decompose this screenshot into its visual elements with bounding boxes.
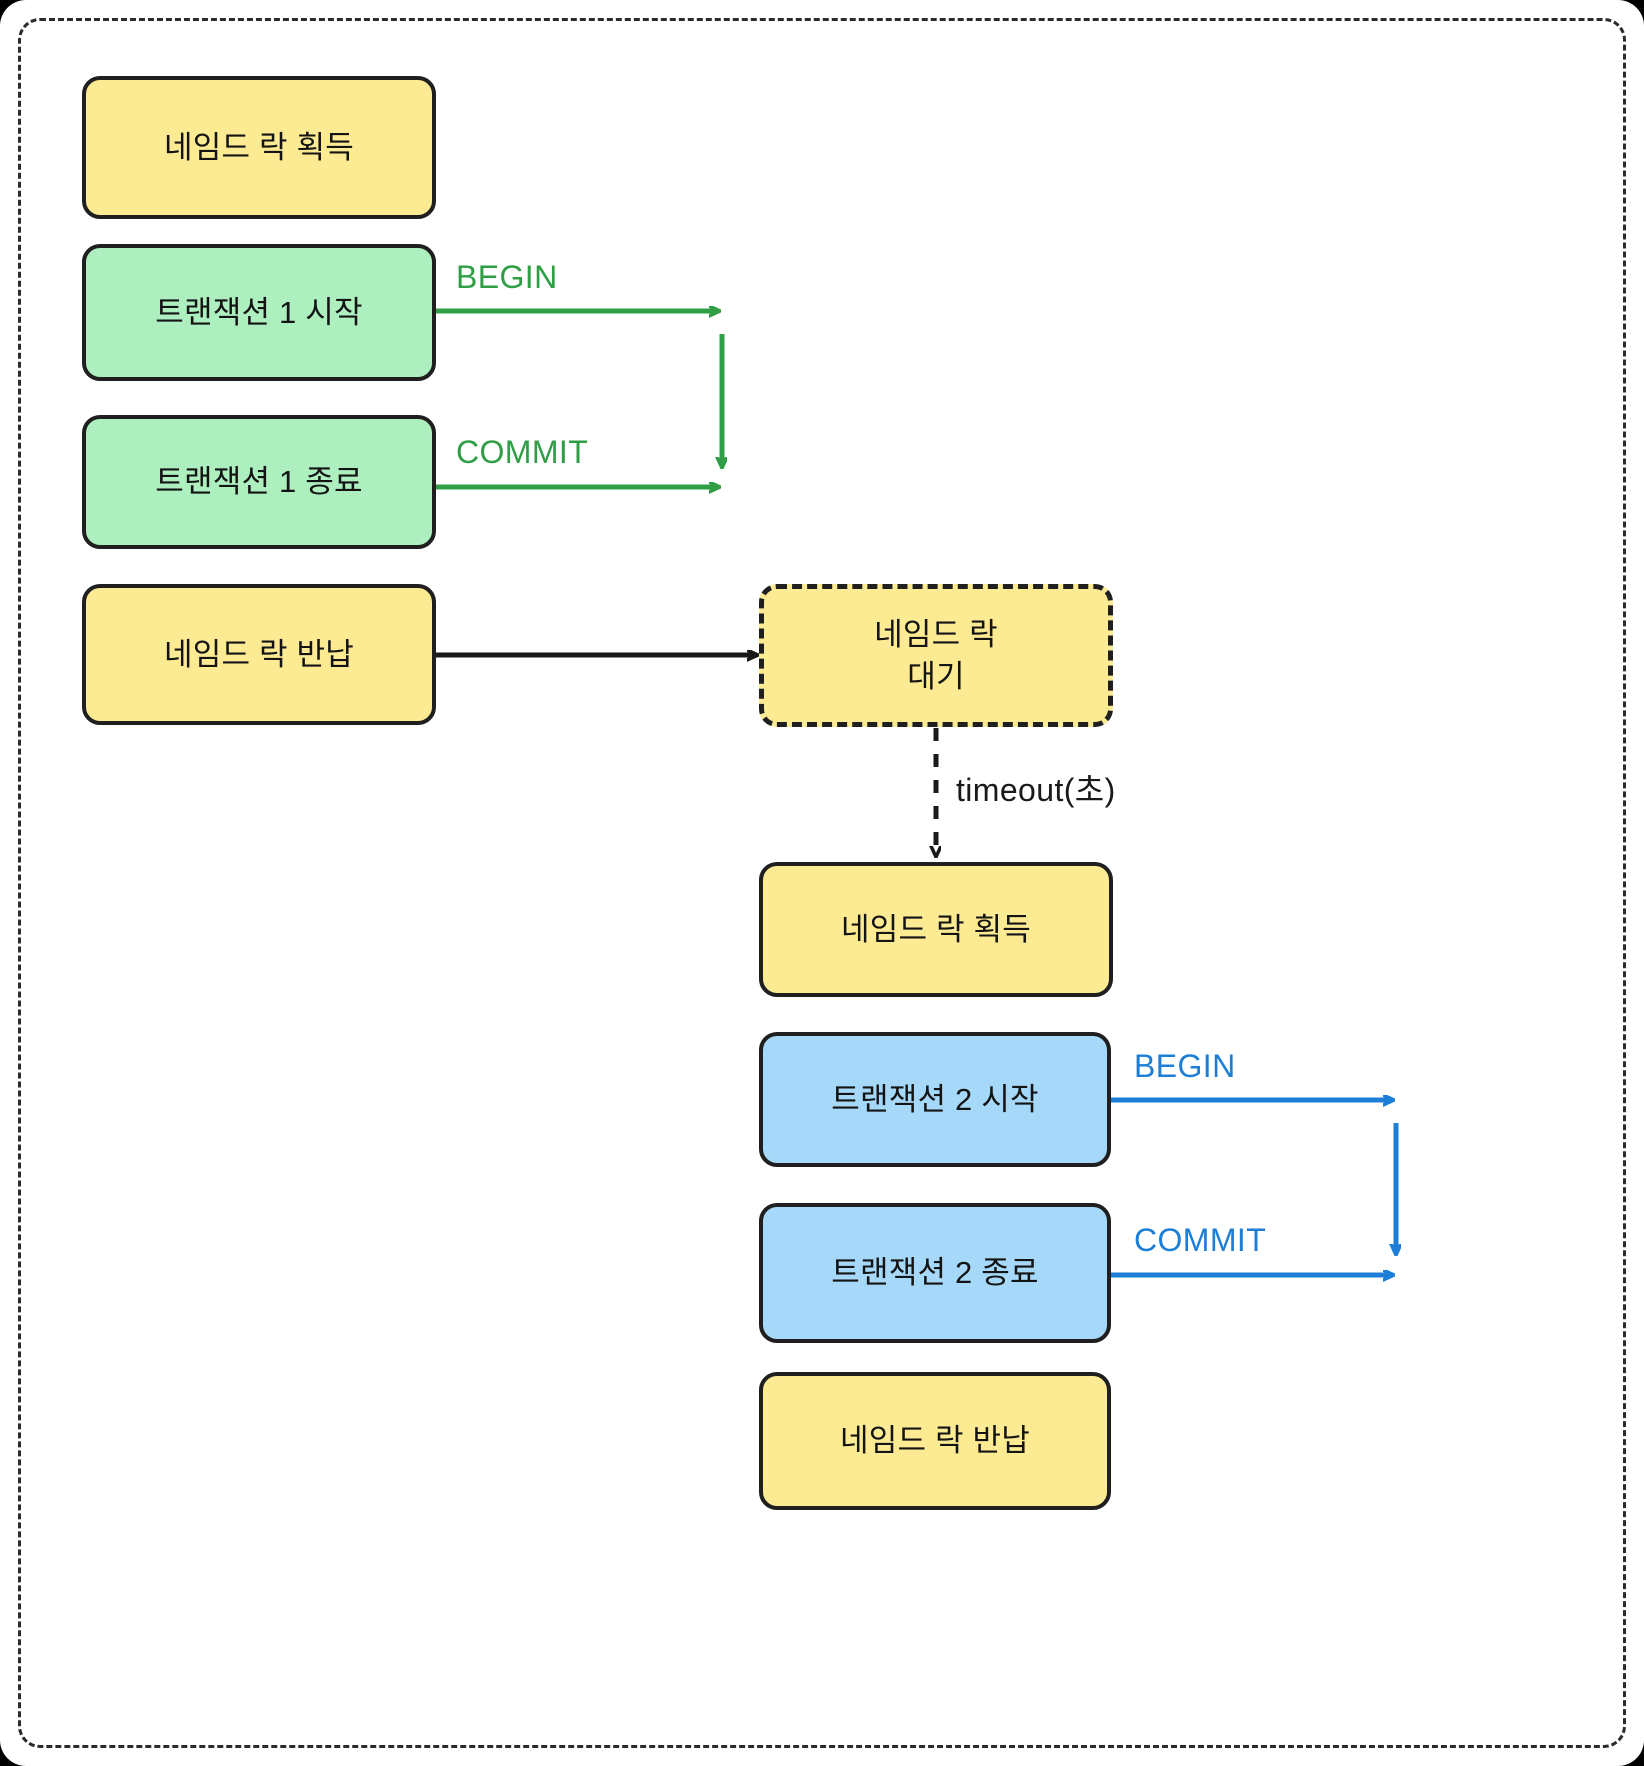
edge-label-tx1-begin: BEGIN bbox=[456, 259, 558, 295]
edge-label-tx1-commit: COMMIT bbox=[456, 434, 589, 470]
node-acquire-lock-2[interactable]: 네임드 락 획득 bbox=[759, 862, 1113, 997]
node-label: 네임드 락 획득 bbox=[164, 129, 354, 165]
node-label: 트랜잭션 2 시작 bbox=[831, 1081, 1039, 1117]
edge-label-tx2-begin: BEGIN bbox=[1134, 1048, 1236, 1084]
node-label: 네임드 락 반납 bbox=[840, 1423, 1030, 1459]
node-label: 네임드 락 반납 bbox=[164, 636, 354, 672]
edge-label-tx2-commit: COMMIT bbox=[1134, 1222, 1267, 1258]
edge-label-timeout: timeout(초) bbox=[956, 772, 1116, 808]
node-tx1-end[interactable]: 트랜잭션 1 종료 bbox=[82, 415, 436, 549]
node-tx1-begin[interactable]: 트랜잭션 1 시작 bbox=[82, 244, 436, 381]
node-lock-wait[interactable]: 네임드 락 대기 bbox=[759, 584, 1113, 727]
node-label: 네임드 락 획득 bbox=[841, 911, 1031, 947]
node-label: 트랜잭션 1 시작 bbox=[155, 294, 363, 330]
node-tx2-begin[interactable]: 트랜잭션 2 시작 bbox=[759, 1032, 1111, 1167]
node-label: 네임드 락 대기 bbox=[874, 616, 998, 694]
node-release-lock-1[interactable]: 네임드 락 반납 bbox=[82, 584, 436, 725]
node-tx2-end[interactable]: 트랜잭션 2 종료 bbox=[759, 1203, 1111, 1343]
node-release-lock-2[interactable]: 네임드 락 반납 bbox=[759, 1372, 1111, 1510]
node-acquire-lock-1[interactable]: 네임드 락 획득 bbox=[82, 76, 436, 219]
node-label: 트랜잭션 2 종료 bbox=[831, 1255, 1039, 1291]
node-label: 트랜잭션 1 종료 bbox=[155, 464, 363, 500]
